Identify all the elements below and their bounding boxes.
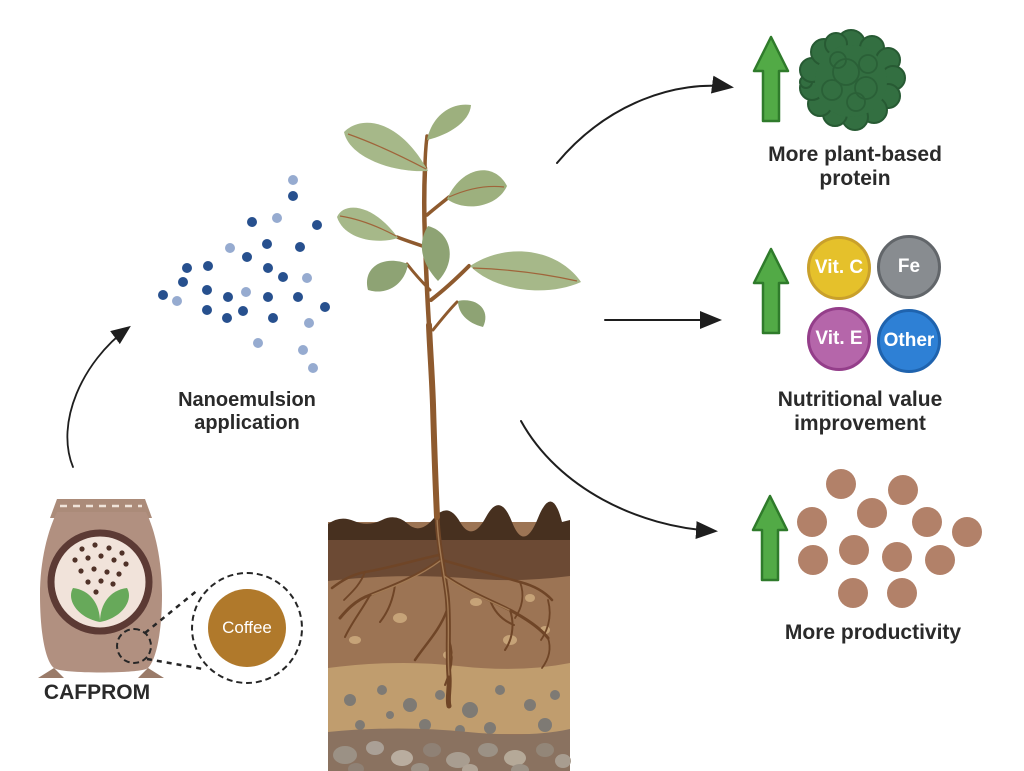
bag-label: CAFPROM	[43, 681, 151, 704]
outcome-productivity-label: More productivity	[784, 621, 962, 644]
outcome-protein-line2: protein	[819, 167, 891, 190]
curved-arrow-icon	[66, 75, 734, 540]
coffee-beans-icon	[797, 469, 982, 608]
spray-label-line2: application	[194, 412, 300, 434]
nutrient-circle-fe: Fe	[877, 235, 941, 299]
outcome-protein-line1: More plant-based	[768, 143, 942, 166]
coffee-label: Coffee	[222, 618, 272, 637]
magnifier-large-circle: Coffee	[191, 572, 303, 684]
outcome-protein-label: More plant-based protein	[768, 143, 942, 191]
nutrient-label-other: Other	[883, 330, 935, 351]
spray-label: Nanoemulsion application	[178, 389, 316, 435]
up-arrow-icon	[751, 35, 790, 582]
sprout-icon	[71, 588, 129, 622]
magnifier-callout-lines	[144, 588, 204, 671]
spray-droplets-icon	[158, 175, 330, 373]
outcome-nutrition-line1: Nutritional value	[777, 388, 943, 411]
coffee-circle-icon: Coffee	[208, 589, 286, 667]
spray-label-line1: Nanoemulsion	[178, 389, 316, 411]
nutrient-label-fe: Fe	[897, 256, 921, 277]
outcome-nutrition-label: Nutritional value improvement	[778, 388, 943, 436]
magnifier-small-circle	[116, 628, 152, 664]
nutrient-label-vit-e: Vit. E	[815, 328, 863, 349]
nutrient-circle-other: Other	[877, 309, 941, 373]
nutrient-circle-vit-c: Vit. C	[807, 236, 871, 300]
nutrient-label-vit-c: Vit. C	[814, 257, 864, 278]
soil-profile-icon	[328, 501, 571, 771]
broccoli-icon	[799, 29, 906, 131]
outcome-nutrition-line2: improvement	[794, 412, 926, 435]
nutrient-circle-vit-e: Vit. E	[807, 307, 871, 371]
plant-icon	[337, 104, 581, 520]
